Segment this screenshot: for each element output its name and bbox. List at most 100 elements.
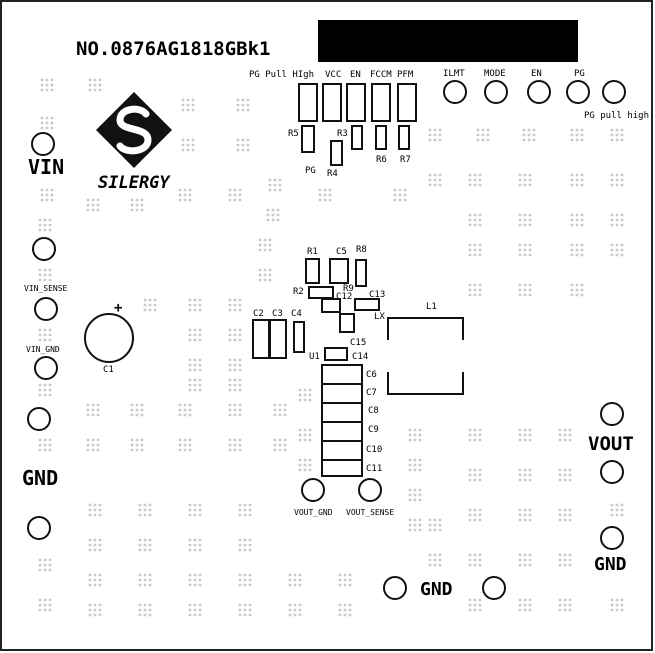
via-dot [191, 143, 195, 147]
via-dot [620, 223, 624, 227]
via-dot [48, 383, 52, 387]
via-dot [468, 473, 472, 477]
via-dot [43, 443, 47, 447]
via-dot [43, 328, 47, 332]
via-dot [428, 518, 432, 522]
via-dot [438, 523, 442, 527]
via-dot [50, 121, 54, 125]
testpoint-ilmt[interactable] [443, 80, 467, 104]
via-dot [528, 428, 532, 432]
via-dot [615, 183, 619, 187]
via-dot [528, 213, 532, 217]
testpoint-gnd-left-2[interactable] [27, 516, 51, 540]
testpoint-vin-sense[interactable] [34, 297, 58, 321]
testpoint-vout-gnd[interactable] [301, 478, 325, 502]
testpoint-gnd-left-1[interactable] [27, 407, 51, 431]
via-dot [468, 598, 472, 602]
testpoint-pg[interactable] [566, 80, 590, 104]
via-dot [236, 148, 240, 152]
via-dot [268, 188, 272, 192]
via-dot [278, 188, 282, 192]
via-dot [130, 198, 134, 202]
via-dot [48, 608, 52, 612]
via-dot [283, 448, 287, 452]
via-dot [233, 308, 237, 312]
via-dot [188, 608, 192, 612]
testpoint-vout-1[interactable] [600, 402, 624, 426]
via-dot [478, 293, 482, 297]
label-c10: C10 [366, 445, 382, 455]
via-dot [615, 138, 619, 142]
part-number: NO.0876AG1818GBk1 [76, 38, 270, 60]
via-dot [468, 553, 472, 557]
via-dot [248, 608, 252, 612]
via-dot [478, 248, 482, 252]
via-dot [528, 293, 532, 297]
testpoint-gnd-right[interactable] [600, 526, 624, 550]
via-dot [298, 463, 302, 467]
via-dot [243, 603, 247, 607]
via-dot [193, 383, 197, 387]
testpoint-vin[interactable] [31, 132, 55, 156]
via-dot [620, 598, 624, 602]
via-dot [398, 198, 402, 202]
via-dot [38, 598, 42, 602]
via-dot [98, 78, 102, 82]
testpoint-vin-gnd[interactable] [34, 356, 58, 380]
via-dot [343, 583, 347, 587]
via-dot [130, 413, 134, 417]
via-dot [580, 248, 584, 252]
via-dot [263, 243, 267, 247]
via-dot [98, 613, 102, 617]
via-dot [188, 298, 192, 302]
via-dot [238, 368, 242, 372]
via-dot [198, 578, 202, 582]
via-dot [473, 603, 477, 607]
via-dot [298, 603, 302, 607]
testpoint-pg-pull-high[interactable] [602, 80, 626, 104]
via-dot [527, 133, 531, 137]
via-dot [403, 198, 407, 202]
via-dot [241, 148, 245, 152]
via-dot [138, 583, 142, 587]
label-mode: MODE [484, 69, 506, 79]
via-dot [191, 138, 195, 142]
via-dot [620, 178, 624, 182]
via-dot [473, 283, 477, 287]
via-dot [398, 193, 402, 197]
via-dot [610, 223, 614, 227]
testpoint-gnd-bottom-2[interactable] [482, 576, 506, 600]
via-dot [268, 273, 272, 277]
via-dot [283, 403, 287, 407]
label-r8: R8 [356, 245, 367, 255]
via-dot [188, 303, 192, 307]
via-dot [468, 428, 472, 432]
via-dot [298, 468, 302, 472]
via-dot [148, 303, 152, 307]
via-dot [43, 603, 47, 607]
testpoint-gnd-bottom-1[interactable] [383, 576, 407, 600]
via-dot [288, 608, 292, 612]
testpoint-vin-2[interactable] [32, 237, 56, 261]
via-dot [198, 573, 202, 577]
testpoint-vout-2[interactable] [600, 460, 624, 484]
via-dot [273, 438, 277, 442]
via-dot [528, 243, 532, 247]
testpoint-en[interactable] [527, 80, 551, 104]
testpoint-mode[interactable] [484, 80, 508, 104]
via-dot [558, 558, 562, 562]
via-dot [610, 133, 614, 137]
via-dot [38, 223, 42, 227]
via-dot [568, 473, 572, 477]
via-dot [278, 413, 282, 417]
via-dot [43, 268, 47, 272]
via-dot [615, 248, 619, 252]
via-dot [398, 188, 402, 192]
via-dot [198, 508, 202, 512]
testpoint-vout-sense[interactable] [358, 478, 382, 502]
via-dot [568, 563, 572, 567]
via-dot [478, 468, 482, 472]
via-dot [238, 308, 242, 312]
via-dot [528, 478, 532, 482]
via-dot [130, 208, 134, 212]
